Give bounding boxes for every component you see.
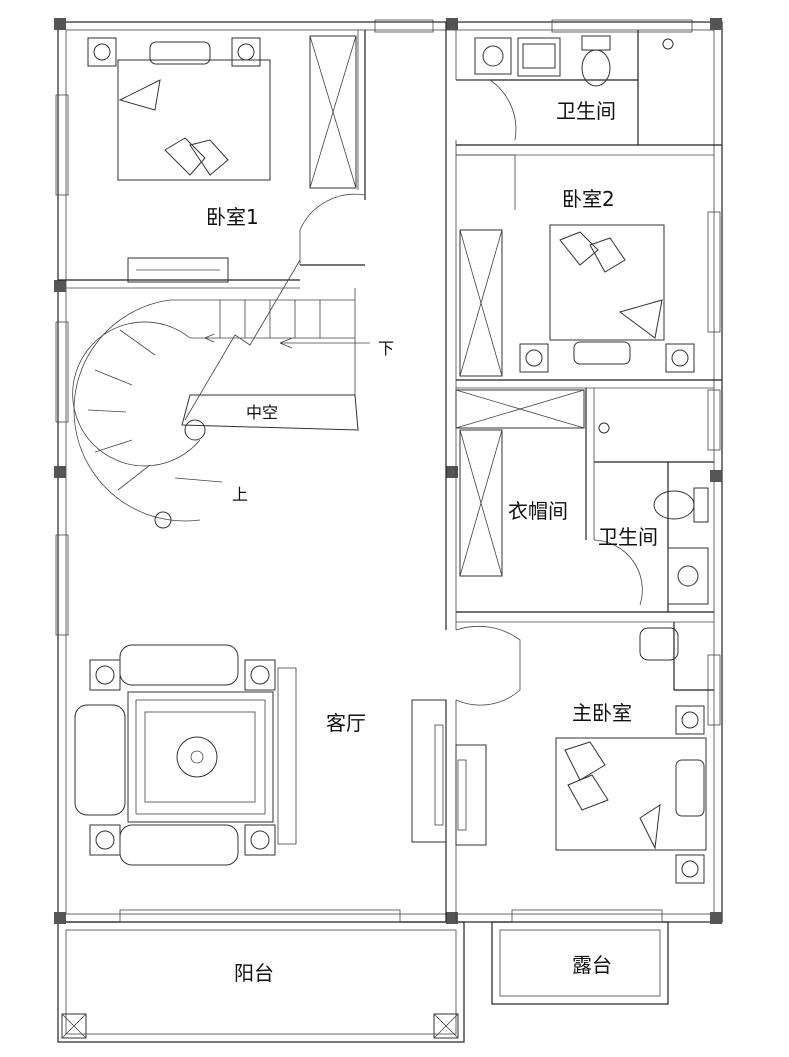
staircase <box>72 259 370 529</box>
cloakroom-furniture <box>455 389 585 577</box>
label-void: 中空 <box>246 403 278 422</box>
master-bedroom-furniture <box>555 627 707 884</box>
mid-bathroom-fixtures <box>598 422 709 605</box>
living-room-furniture <box>74 644 487 866</box>
label-living-room: 客厅 <box>326 711 366 735</box>
label-balcony: 阳台 <box>234 961 274 985</box>
columns <box>54 18 722 924</box>
label-bathroom-mid: 卫生间 <box>598 525 658 549</box>
label-stairs-down: 下 <box>378 339 394 358</box>
label-terrace: 露台 <box>572 953 612 977</box>
label-cloakroom: 衣帽间 <box>508 499 568 523</box>
label-bathroom-top: 卫生间 <box>556 99 616 123</box>
label-bedroom2: 卧室2 <box>562 187 615 211</box>
label-bedroom1: 卧室1 <box>206 205 259 229</box>
label-stairs-up: 上 <box>232 485 248 504</box>
bedroom2-furniture <box>459 224 695 377</box>
windows <box>55 19 721 923</box>
interior-walls <box>58 22 722 922</box>
balcony-posts <box>61 1013 459 1039</box>
top-bathroom-fixtures <box>474 35 674 87</box>
bedroom1-furniture <box>87 35 357 283</box>
doors <box>299 79 643 706</box>
label-master-bedroom: 主卧室 <box>572 701 632 725</box>
